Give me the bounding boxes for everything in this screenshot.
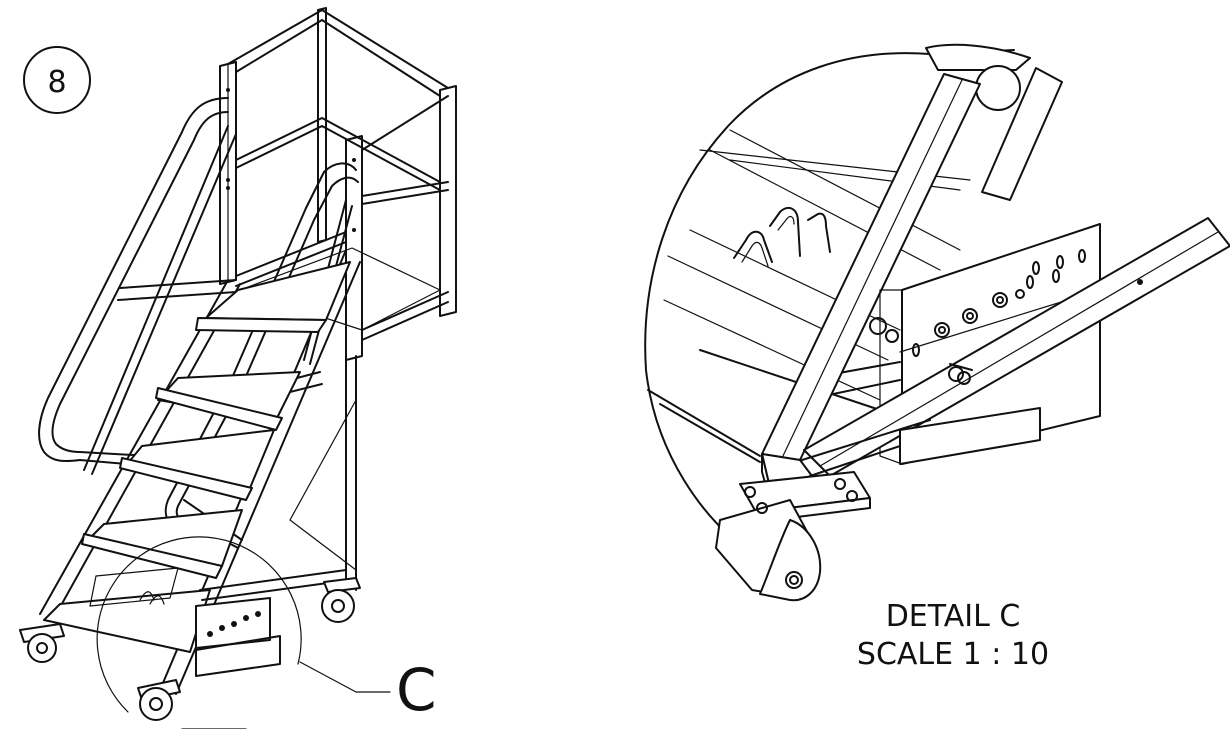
caster-rear-right — [321, 577, 361, 623]
callout-letter: C — [396, 656, 437, 724]
detail-callout: C — [96, 536, 437, 729]
rolling-ladder-isometric: C — [19, 7, 457, 729]
detail-title: DETAIL C — [886, 599, 1021, 634]
detail-c-view: DETAIL C SCALE 1 : 10 — [644, 43, 1230, 672]
caster-front-right — [137, 679, 181, 721]
rear-frame — [199, 355, 357, 601]
caster-wheels — [19, 577, 361, 721]
detail-scale: SCALE 1 : 10 — [857, 637, 1049, 672]
stair-treads — [43, 261, 351, 653]
cross-tube — [803, 217, 1230, 477]
caster-front-left — [19, 623, 65, 663]
left-handrail — [38, 97, 237, 475]
platform-guard-rail — [219, 7, 457, 361]
view-number: 8 — [47, 65, 66, 100]
base-bracket — [89, 567, 281, 677]
detail-boundary-arc — [644, 52, 931, 561]
j-hooks — [733, 206, 831, 267]
frame-members — [647, 129, 971, 463]
detail-caster — [715, 407, 1041, 602]
view-number-bubble: 8 — [23, 46, 91, 114]
